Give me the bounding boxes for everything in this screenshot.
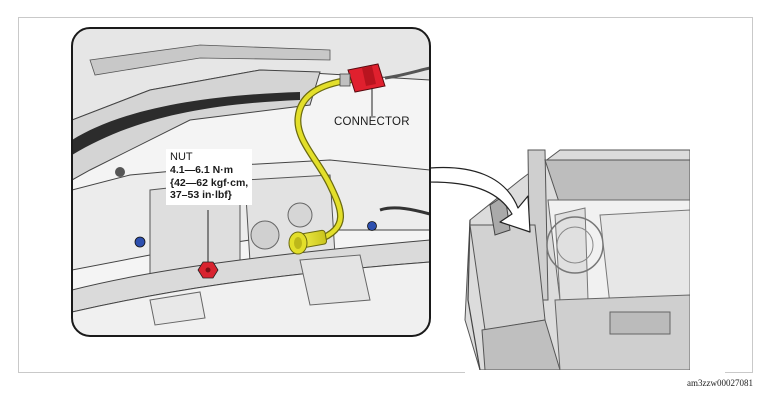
sensor-cable: [294, 76, 354, 244]
nut-label: NUT: [170, 151, 193, 163]
nut-torque-kgf: {42—62 kgf·cm,: [170, 176, 249, 189]
figure-id: am3zzw00027081: [687, 378, 753, 388]
nut-icon: [197, 261, 219, 279]
detail-view-border: [71, 27, 431, 337]
blue-bolt-icon: [367, 221, 377, 231]
vehicle-overview: [464, 140, 725, 376]
nut-callout: NUT 4.1—6.1 N·m {42—62 kgf·cm, 37–53 in·…: [166, 149, 253, 205]
sensor-head-icon: [288, 229, 328, 255]
detail-view: [72, 28, 430, 336]
blue-bolt-icon: [134, 236, 146, 248]
nut-torque-nm: 4.1—6.1 N·m: [170, 164, 234, 176]
connector-label: CONNECTOR: [334, 116, 410, 128]
zoom-pointer: [429, 166, 531, 233]
connector-icon: [339, 63, 386, 93]
nut-torque-inlbf: 37–53 in·lbf}: [170, 189, 232, 201]
